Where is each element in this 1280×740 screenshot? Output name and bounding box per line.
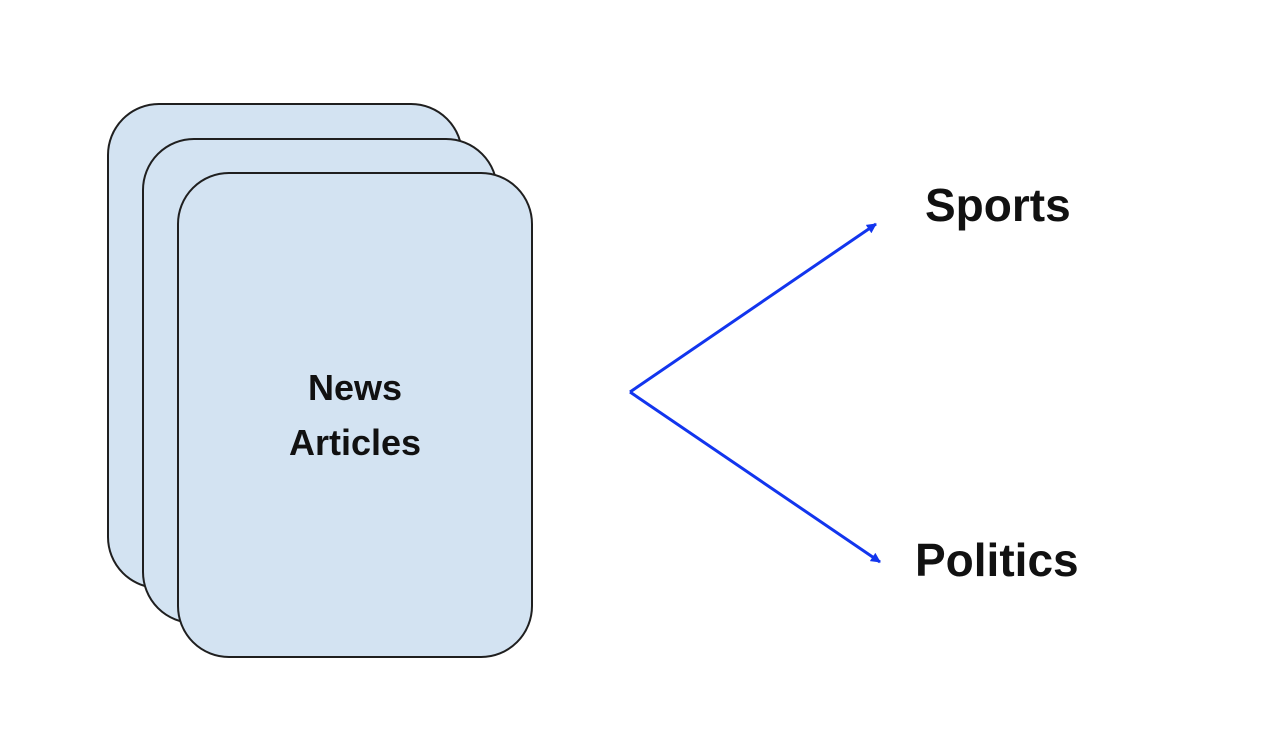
news-articles-label-line-2: Articles: [288, 422, 422, 463]
arrow-to-politics: [629, 390, 881, 564]
arrow-to-sports: [629, 222, 877, 394]
article-card-front: News Articles: [177, 172, 533, 658]
news-articles-label: News Articles: [289, 360, 421, 470]
news-articles-label-line-1: News: [307, 367, 403, 408]
category-label-politics: Politics: [915, 534, 1079, 586]
category-label-sports: Sports: [925, 179, 1071, 231]
